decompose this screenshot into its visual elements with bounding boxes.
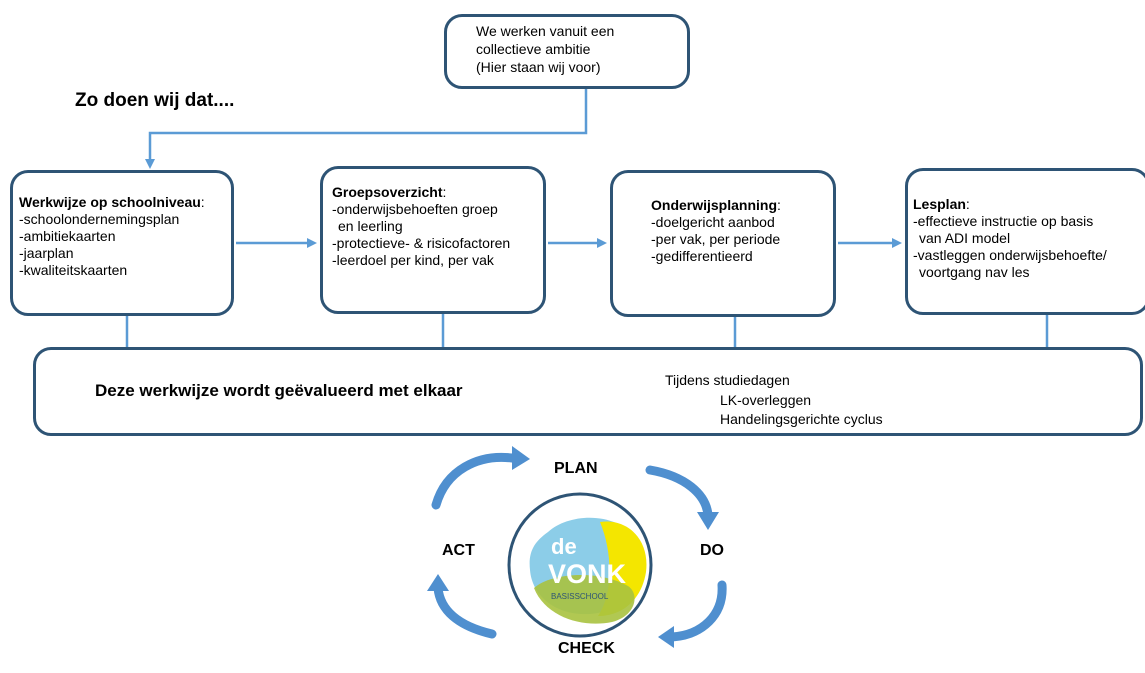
- evaluation-line-2: LK-overleggen: [720, 392, 812, 408]
- lesson-plan-title: Lesplan: [913, 196, 966, 212]
- school-level-item: -schoolondernemingsplan: [19, 211, 180, 227]
- logo-word-vonk: VONK: [548, 559, 627, 589]
- lesson-plan-colon: :: [965, 196, 970, 212]
- logo-word-basisschool: BASISSCHOOL: [551, 592, 609, 601]
- school-level-text: Werkwijze op schoolniveau: -schoolondern…: [19, 194, 205, 279]
- ambition-line-2: collectieve ambitie: [476, 41, 591, 57]
- lesson-plan-item: -vastleggen onderwijsbehoefte/: [913, 247, 1107, 263]
- school-level-title: Werkwijze op schoolniveau: [19, 194, 201, 210]
- cycle-arrow-bottom-left: [433, 583, 497, 639]
- group-overview-item: en leerling: [338, 218, 403, 234]
- education-planning-colon: :: [777, 197, 781, 213]
- section-heading: Zo doen wij dat....: [75, 90, 235, 111]
- education-planning-item: -per vak, per periode: [651, 231, 781, 247]
- pdca-arrowheads: [427, 446, 719, 648]
- school-level-item: -ambitiekaarten: [19, 228, 116, 244]
- group-overview-item: -leerdoel per kind, per vak: [332, 252, 494, 268]
- group-overview-text: Groepsoverzicht: -onderwijsbehoeften gro…: [332, 184, 510, 269]
- group-overview-title: Groepsoverzicht: [332, 184, 443, 200]
- education-planning-item: -gedifferentieerd: [651, 248, 753, 264]
- evaluation-line-3: Handelingsgerichte cyclus: [720, 411, 883, 427]
- pdca-plan-label: PLAN: [554, 460, 598, 477]
- lesson-plan-box: [905, 168, 1145, 315]
- lesson-plan-item: van ADI model: [919, 230, 1011, 246]
- pdca-do-label: DO: [700, 542, 724, 559]
- ambition-connector-arrow: [145, 89, 588, 169]
- cycle-arrow-top-right: [645, 465, 713, 520]
- pdca-act-label: ACT: [442, 542, 475, 559]
- ambition-line-3: (Hier staan wij voor): [476, 59, 601, 75]
- cycle-arrow-top-left: [431, 452, 517, 510]
- logo-word-de: de: [551, 534, 577, 559]
- ambition-text: We werken vanuit een collectieve ambitie…: [476, 22, 614, 76]
- group-overview-colon: :: [442, 184, 447, 200]
- pdca-cycle-arrows: [431, 452, 727, 642]
- education-planning-text: Onderwijsplanning: -doelgericht aanbod -…: [651, 197, 781, 265]
- lesson-plan-text: Lesplan: -effectieve instructie op basis…: [913, 196, 1107, 281]
- evaluation-box: [33, 347, 1143, 436]
- lesson-plan-item: voortgang nav les: [919, 264, 1030, 280]
- ambition-box: [444, 14, 690, 89]
- evaluation-line-1: Tijdens studiedagen: [665, 372, 790, 388]
- school-level-box: [10, 170, 234, 316]
- pdca-check-label: CHECK: [558, 640, 615, 657]
- group-overview-item: -onderwijsbehoeften groep: [332, 201, 498, 217]
- education-planning-title: Onderwijsplanning: [651, 197, 778, 213]
- education-planning-item: -doelgericht aanbod: [651, 214, 775, 230]
- education-planning-box: [610, 170, 836, 317]
- ambition-line-1: We werken vanuit een: [476, 23, 615, 39]
- cycle-arrow-bottom-right: [667, 580, 727, 642]
- school-level-item: -kwaliteitskaarten: [19, 262, 128, 278]
- school-level-item: -jaarplan: [19, 245, 74, 261]
- group-overview-item: -protectieve- & risicofactoren: [332, 235, 511, 251]
- school-level-colon: :: [200, 194, 205, 210]
- group-overview-box: [320, 166, 546, 314]
- evaluation-title: Deze werkwijze wordt geëvalueerd met elk…: [95, 381, 463, 400]
- lesson-plan-item: -effectieve instructie op basis: [913, 213, 1094, 229]
- de-vonk-logo: de VONK BASISSCHOOL: [507, 492, 653, 638]
